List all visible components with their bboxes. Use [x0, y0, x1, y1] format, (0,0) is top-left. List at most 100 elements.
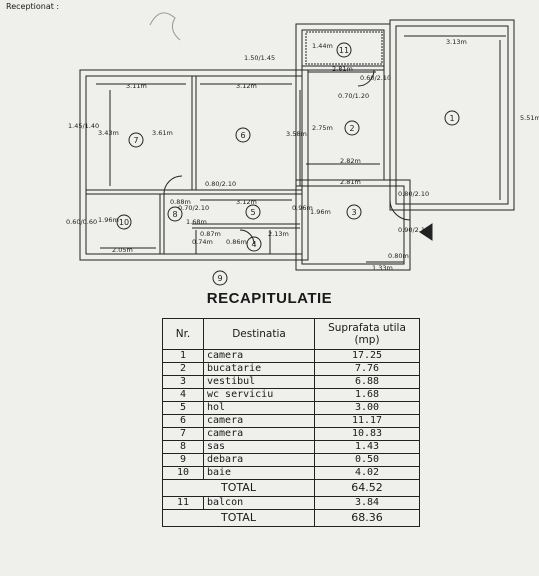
row-area: 17.25 — [314, 349, 420, 363]
signature-mark — [149, 12, 181, 41]
dimension-label: 0.87m — [200, 230, 221, 238]
room-number-label: 11 — [339, 46, 349, 55]
dimension-label: 3.11m — [126, 82, 147, 90]
wall-outline-left — [79, 69, 309, 261]
wall-outline-room1 — [389, 19, 515, 211]
dimension-label: 3.43m — [98, 129, 119, 137]
room-number-label: 6 — [240, 131, 245, 140]
dimension-label: 0.80/2.10 — [205, 180, 236, 188]
dimension-label: 0.70/1.20 — [338, 92, 369, 100]
row-destinatia: sas — [203, 440, 315, 454]
row-area: 6.88 — [314, 375, 420, 389]
row-area: 11.17 — [314, 414, 420, 428]
room-marker-10 — [116, 214, 132, 230]
room-number-label: 3 — [351, 208, 356, 217]
room-marker-9 — [212, 270, 228, 286]
row-destinatia: hol — [203, 401, 315, 415]
row-destinatia: camera — [203, 414, 315, 428]
row-area: 4.02 — [314, 466, 420, 480]
dimension-label: 1.96m — [98, 216, 119, 224]
room-number-label: 1 — [449, 114, 454, 123]
wall-outline-vestibule — [295, 179, 411, 271]
dimension-label: 1.96m — [310, 208, 331, 216]
dimension-label: 1.68m — [186, 218, 207, 226]
total-label: TOTAL — [162, 479, 315, 497]
room-marker-4 — [246, 236, 262, 252]
dimension-label: 3.61m — [152, 129, 173, 137]
row-area: 10.83 — [314, 427, 420, 441]
dimension-label: 3.12m — [236, 198, 257, 206]
row-area: 7.76 — [314, 362, 420, 376]
header-label: Receptionat : — [6, 2, 60, 11]
room-marker-3 — [346, 204, 362, 220]
wall-inner-room1 — [395, 25, 509, 205]
row-nr: 1 — [162, 349, 204, 363]
room-marker-1 — [444, 110, 460, 126]
room-marker-7 — [128, 132, 144, 148]
row-destinatia: wc serviciu — [203, 388, 315, 402]
dimension-label: 0.88m — [170, 198, 191, 206]
total-area: 64.52 — [314, 479, 420, 497]
dimension-label: 0.80/2.10 — [398, 190, 429, 198]
dimension-label: 0.70/2.10 — [178, 204, 209, 212]
room-number-label: 7 — [133, 136, 138, 145]
dimension-label: 0.86m — [226, 238, 247, 246]
dimension-label: 1.45/1.40 — [68, 122, 99, 130]
dimension-label: 1.33m — [372, 264, 393, 272]
dimension-label: 2.81m — [340, 178, 361, 186]
dimension-label: 2.75m — [312, 124, 333, 132]
row-destinatia: debara — [203, 453, 315, 467]
room-number-label: 10 — [119, 218, 129, 227]
row-nr: 10 — [162, 466, 204, 480]
room-marker-5 — [245, 204, 261, 220]
dimension-label: 1.50/1.45 — [244, 54, 275, 62]
row-nr: 4 — [162, 388, 204, 402]
room-marker-11 — [336, 42, 352, 58]
row-destinatia: balcon — [203, 496, 315, 510]
dimension-label: 0.74m — [192, 238, 213, 246]
section-title: RECAPITULATIE — [206, 290, 333, 307]
dimension-label: 2.81m — [332, 65, 353, 73]
dimension-label: 0.60/0.60 — [66, 218, 97, 226]
dimension-label: 0.90/2.10 — [398, 226, 429, 234]
room-number-label: 2 — [349, 124, 354, 133]
dimension-label: 5.51m — [520, 114, 539, 122]
row-destinatia: vestibul — [203, 375, 315, 389]
total-area: 68.36 — [314, 509, 420, 527]
col-destinatia: Destinatia — [203, 318, 315, 350]
row-nr: 6 — [162, 414, 204, 428]
total-label: TOTAL — [162, 509, 315, 527]
dimension-label: 2.82m — [340, 157, 361, 165]
row-destinatia: camera — [203, 427, 315, 441]
row-nr: 8 — [162, 440, 204, 454]
dimension-label: 2.05m — [112, 246, 133, 254]
row-nr: 11 — [162, 496, 204, 510]
wall-inner-vestibule — [301, 185, 405, 265]
room-marker-6 — [235, 127, 251, 143]
room-marker-8 — [167, 206, 183, 222]
room-number-label: 4 — [251, 240, 256, 249]
dimension-label: 3.13m — [446, 38, 467, 46]
room-number-label: 8 — [172, 210, 177, 219]
row-nr: 5 — [162, 401, 204, 415]
dimension-label: 0.60/2.10 — [360, 74, 391, 82]
row-area: 3.84 — [314, 496, 420, 510]
room-number-label: 9 — [217, 274, 222, 283]
row-nr: 9 — [162, 453, 204, 467]
col-suprafata: Suprafata utila (mp) — [314, 318, 420, 350]
row-area: 1.43 — [314, 440, 420, 454]
wall-inner-left — [85, 75, 303, 255]
row-destinatia: camera — [203, 349, 315, 363]
dimension-label: 0.80m — [388, 252, 409, 260]
